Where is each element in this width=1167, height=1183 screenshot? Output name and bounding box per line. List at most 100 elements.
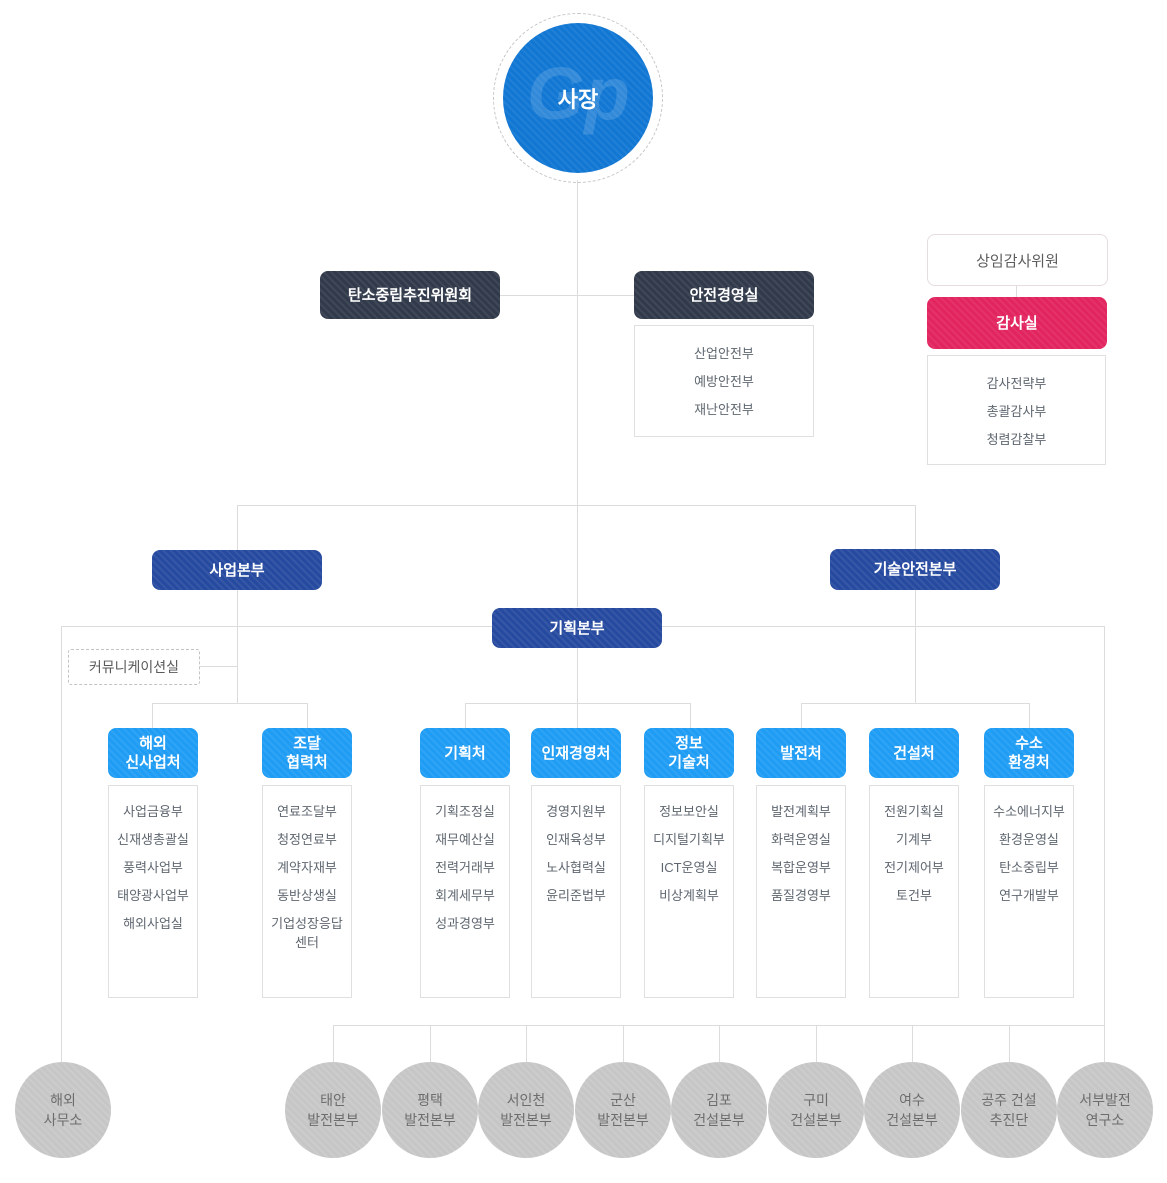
site-circle-gunsan: 군산 발전본부 xyxy=(575,1062,671,1158)
site-circle-gongju: 공주 건설 추진단 xyxy=(961,1062,1057,1158)
connector xyxy=(237,505,238,550)
list-item: 회계세무부 xyxy=(435,888,495,903)
site-circle-yeosu: 여수 건설본부 xyxy=(864,1062,960,1158)
connector xyxy=(816,1025,817,1062)
list-item: 전기제어부 xyxy=(884,860,944,875)
list-item: 복합운영부 xyxy=(771,860,831,875)
dept-list-planning: 기획조정실 재무예산실 전력거래부 회계세무부 성과경영부 xyxy=(420,785,510,998)
connector xyxy=(1029,703,1030,728)
dept-box-hr-management: 인재경영처 xyxy=(531,728,621,778)
connector xyxy=(912,1025,913,1062)
list-item: 연료조달부 xyxy=(277,804,337,819)
dept-box-information-technology: 정보 기술처 xyxy=(644,728,734,778)
safety-management-office-box: 안전경영실 xyxy=(634,271,814,319)
site-circle-taean: 태안 발전본부 xyxy=(285,1062,381,1158)
tech-safety-division-box: 기술안전본부 xyxy=(830,549,1000,590)
site-circle-research-institute: 서부발전 연구소 xyxy=(1057,1062,1153,1158)
dept-box-power-generation: 발전처 xyxy=(756,728,846,778)
site-circle-pyeongtaek: 평택 발전본부 xyxy=(382,1062,478,1158)
list-item: 해외사업실 xyxy=(123,916,183,931)
connector xyxy=(307,703,308,728)
connector xyxy=(430,1025,431,1062)
list-item: 인재육성부 xyxy=(546,832,606,847)
list-item: 동반상생실 xyxy=(277,888,337,903)
dept-list-construction: 전원기획실 기계부 전기제어부 토건부 xyxy=(869,785,959,998)
connector xyxy=(801,703,1029,704)
connector xyxy=(719,1025,720,1062)
dept-box-procurement-cooperation: 조달 협력처 xyxy=(262,728,352,778)
site-circle-overseas-office: 해외 사무소 xyxy=(15,1062,111,1158)
list-item: 윤리준법부 xyxy=(546,888,606,903)
connector xyxy=(623,1025,624,1062)
list-item: 탄소중립부 xyxy=(999,860,1059,875)
connector xyxy=(237,505,916,506)
connector xyxy=(61,626,62,1063)
list-item: 품질경영부 xyxy=(771,888,831,903)
connector xyxy=(915,590,916,703)
carbon-neutral-committee-box: 탄소중립추진위원회 xyxy=(320,271,500,319)
connector xyxy=(915,505,916,550)
list-item: 연구개발부 xyxy=(999,888,1059,903)
connector xyxy=(1104,626,1105,1062)
site-circle-seoincheon: 서인천 발전본부 xyxy=(478,1062,574,1158)
list-item: 신재생총괄실 xyxy=(117,832,189,847)
dept-box-construction: 건설처 xyxy=(869,728,959,778)
connector xyxy=(499,295,635,296)
dept-box-hydrogen-environment: 수소 환경처 xyxy=(984,728,1074,778)
list-item: 발전계획부 xyxy=(771,804,831,819)
list-item: 청정연료부 xyxy=(277,832,337,847)
connector xyxy=(465,703,466,728)
connector xyxy=(1009,1025,1010,1062)
list-item: ICT운영실 xyxy=(660,860,718,875)
dept-list-procurement-cooperation: 연료조달부 청정연료부 계약자재부 동반상생실 기업성장응답 센터 xyxy=(262,785,352,998)
connector xyxy=(577,703,578,728)
connector xyxy=(237,590,238,703)
dept-list-hydrogen-environment: 수소에너지부 환경운영실 탄소중립부 연구개발부 xyxy=(984,785,1074,998)
planning-division-box: 기획본부 xyxy=(492,608,662,648)
list-item: 토건부 xyxy=(896,888,932,903)
list-item: 풍력사업부 xyxy=(123,860,183,875)
dept-list-overseas-new-business: 사업금융부 신재생총괄실 풍력사업부 태양광사업부 해외사업실 xyxy=(108,785,198,998)
connector xyxy=(1016,284,1017,297)
business-division-box: 사업본부 xyxy=(152,550,322,590)
list-item: 전원기획실 xyxy=(884,804,944,819)
list-item: 태양광사업부 xyxy=(117,888,189,903)
site-circle-gimpo: 김포 건설본부 xyxy=(671,1062,767,1158)
site-circle-gumi: 구미 건설본부 xyxy=(768,1062,864,1158)
dept-box-overseas-new-business: 해외 신사업처 xyxy=(108,728,198,778)
connector xyxy=(526,1025,527,1062)
communication-office-box: 커뮤니케이션실 xyxy=(68,649,200,685)
president-label: 사장 xyxy=(557,87,599,112)
list-item: 총괄감사부 xyxy=(986,404,1047,419)
list-item: 전력거래부 xyxy=(435,860,495,875)
list-item: 청렴감찰부 xyxy=(986,432,1047,447)
safety-office-departments: 산업안전부 예방안전부 재난안전부 xyxy=(634,325,814,437)
list-item: 기계부 xyxy=(896,832,932,847)
dept-box-planning: 기획처 xyxy=(420,728,510,778)
president-ring xyxy=(493,13,663,183)
list-item: 예방안전부 xyxy=(694,374,754,389)
list-item: 디지털기획부 xyxy=(653,832,725,847)
president-node: Gp 사장 xyxy=(503,23,653,173)
list-item: 성과경영부 xyxy=(435,916,495,931)
list-item: 재무예산실 xyxy=(435,832,495,847)
connector xyxy=(152,703,153,728)
list-item: 계약자재부 xyxy=(277,860,337,875)
dept-list-information-technology: 정보보안실 디지털기획부 ICT운영실 비상계획부 xyxy=(644,785,734,998)
list-item: 화력운영실 xyxy=(771,832,831,847)
list-item: 경영지원부 xyxy=(546,804,606,819)
list-item: 재난안전부 xyxy=(694,402,754,417)
dept-list-hr-management: 경영지원부 인재육성부 노사협력실 윤리준법부 xyxy=(531,785,621,998)
list-item: 기획조정실 xyxy=(435,804,495,819)
list-item: 정보보안실 xyxy=(659,804,719,819)
connector xyxy=(333,1025,334,1062)
list-item: 수소에너지부 xyxy=(993,804,1065,819)
audit-departments: 감사전략부 총괄감사부 청렴감찰부 xyxy=(927,355,1106,465)
connector xyxy=(577,648,578,703)
list-item: 감사전략부 xyxy=(986,376,1047,391)
list-item: 비상계획부 xyxy=(659,888,719,903)
list-item: 노사협력실 xyxy=(546,860,606,875)
list-item: 사업금융부 xyxy=(123,804,183,819)
connector xyxy=(152,703,307,704)
